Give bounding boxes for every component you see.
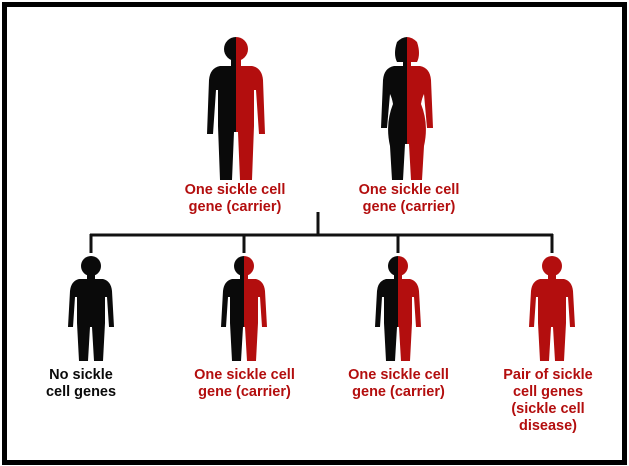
male-split-red-black-figure bbox=[206, 34, 266, 184]
split-black-red-child-figure bbox=[220, 255, 268, 365]
child-4-figure bbox=[528, 255, 576, 365]
child-1-figure bbox=[67, 255, 115, 365]
female-split-black-red-figure bbox=[377, 34, 437, 184]
child-3-figure bbox=[374, 255, 422, 365]
parent-mother bbox=[377, 34, 437, 184]
father-label: One sickle cell gene (carrier) bbox=[155, 182, 315, 216]
split-black-red-child-figure bbox=[374, 255, 422, 365]
child-1-label: No sickle cell genes bbox=[21, 367, 141, 401]
child-4-label: Pair of sickle cell genes (sickle cell d… bbox=[477, 367, 619, 435]
mother-label: One sickle cell gene (carrier) bbox=[329, 182, 489, 216]
parent-father bbox=[206, 34, 266, 184]
child-2-figure bbox=[220, 255, 268, 365]
child-3-label: One sickle cell gene (carrier) bbox=[321, 367, 476, 401]
solid-black-child-figure bbox=[67, 255, 115, 365]
solid-red-child-figure bbox=[528, 255, 576, 365]
child-2-label: One sickle cell gene (carrier) bbox=[167, 367, 322, 401]
